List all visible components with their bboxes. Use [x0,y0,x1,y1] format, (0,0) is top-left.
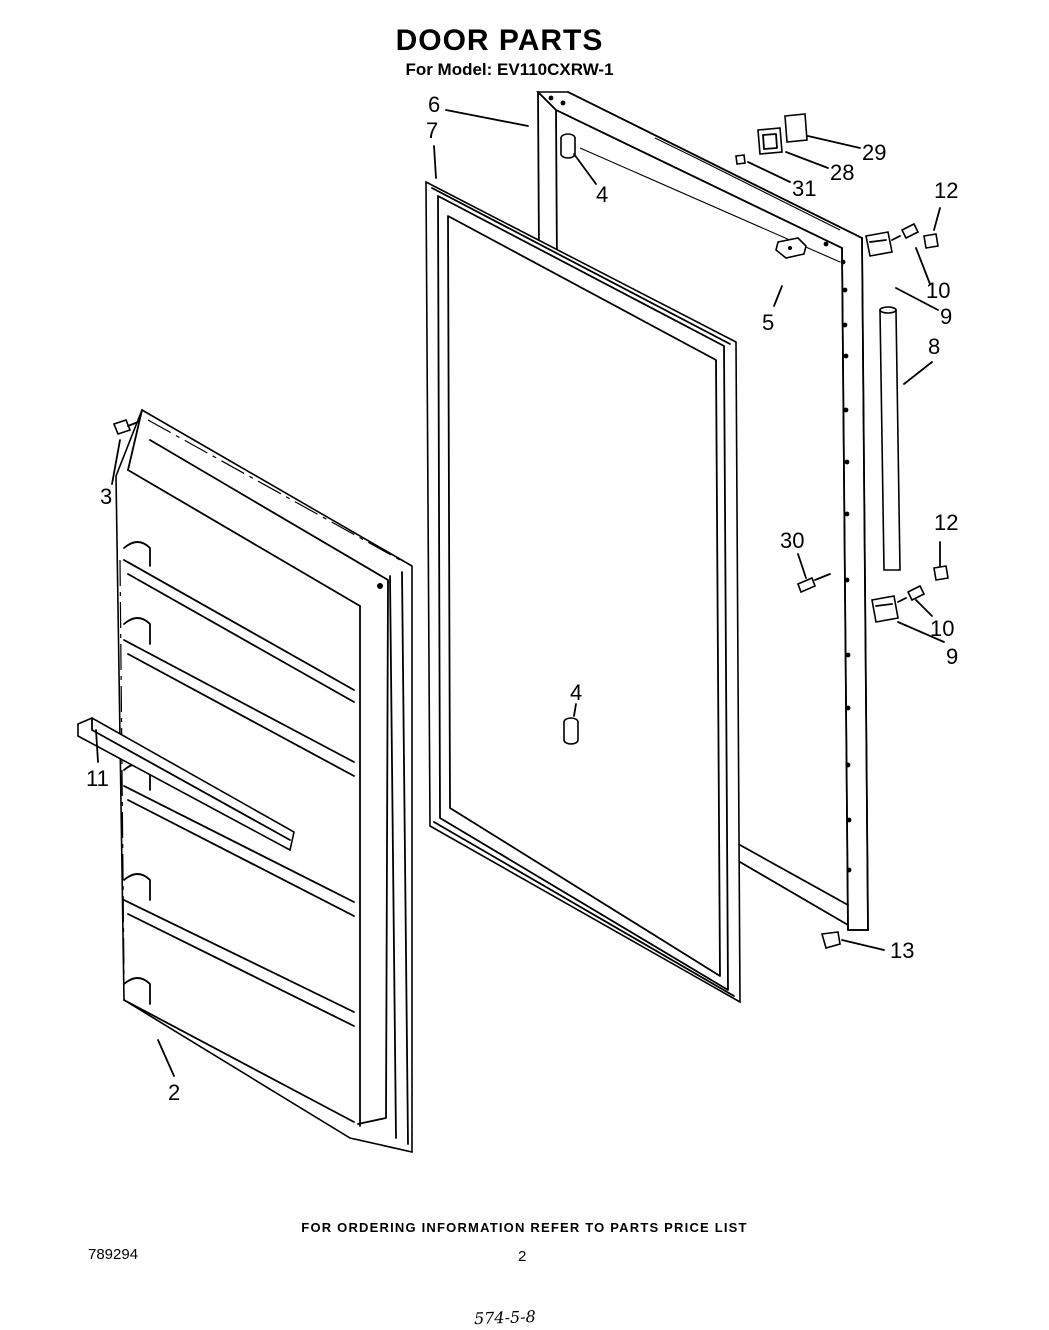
callout-31: 31 [792,176,816,201]
pivot-part-13 [820,931,841,949]
page-title: DOOR PARTS [395,24,604,57]
handwritten-note: 574-5-8 [473,1306,537,1329]
ordering-note: FOR ORDERING INFORMATION REFER TO PARTS … [301,1220,748,1235]
rod-part-8 [879,306,901,571]
callout-30: 30 [780,528,804,553]
callout-7: 7 [426,118,438,143]
callout-13: 13 [890,938,914,963]
callout-10-upper: 10 [926,278,950,303]
cap-part-12-upper [923,233,939,249]
screw-part-30 [796,573,831,594]
callout-2: 2 [168,1080,180,1105]
document-number: 789294 [88,1246,139,1263]
callout-8: 8 [928,334,940,359]
screw-part-10-upper [891,222,920,241]
callout-12-lower: 12 [934,510,958,535]
door-liner-part-2 [115,408,413,1154]
screw-part-10-lower [897,584,926,603]
gasket-part-7 [425,180,741,1004]
door-frame-part-6 [536,91,869,931]
callout-4-bottom: 4 [570,680,582,705]
door-stop-part-4-top [560,133,576,159]
callout-29: 29 [862,140,886,165]
plate-part-28 [757,127,783,155]
page-number: 2 [518,1248,527,1265]
callout-9-upper: 9 [940,304,952,329]
bracket-part-5 [775,237,807,259]
callout-9-lower: 9 [946,644,958,669]
cover-part-29 [784,113,808,143]
screw-part-3 [112,419,139,435]
model-subtitle: For Model: EV110CXRW-1 [405,60,614,79]
callout-10-lower: 10 [930,616,954,641]
leader-lines [95,109,945,1077]
frame-holes [548,95,852,873]
callout-5: 5 [762,310,774,335]
hinge-part-9-lower [871,595,899,623]
hinge-part-9-upper [865,231,893,257]
plug-part-31 [735,154,746,165]
callout-12-upper: 12 [934,178,958,203]
callout-28: 28 [830,160,854,185]
door-stop-part-4-bottom [563,717,579,745]
callout-4-top: 4 [596,182,608,207]
callout-11: 11 [86,766,109,791]
cap-part-12-lower [933,565,949,581]
shelf-bar-part-11 [77,717,295,852]
callout-6: 6 [428,92,440,117]
callout-3: 3 [100,484,112,509]
